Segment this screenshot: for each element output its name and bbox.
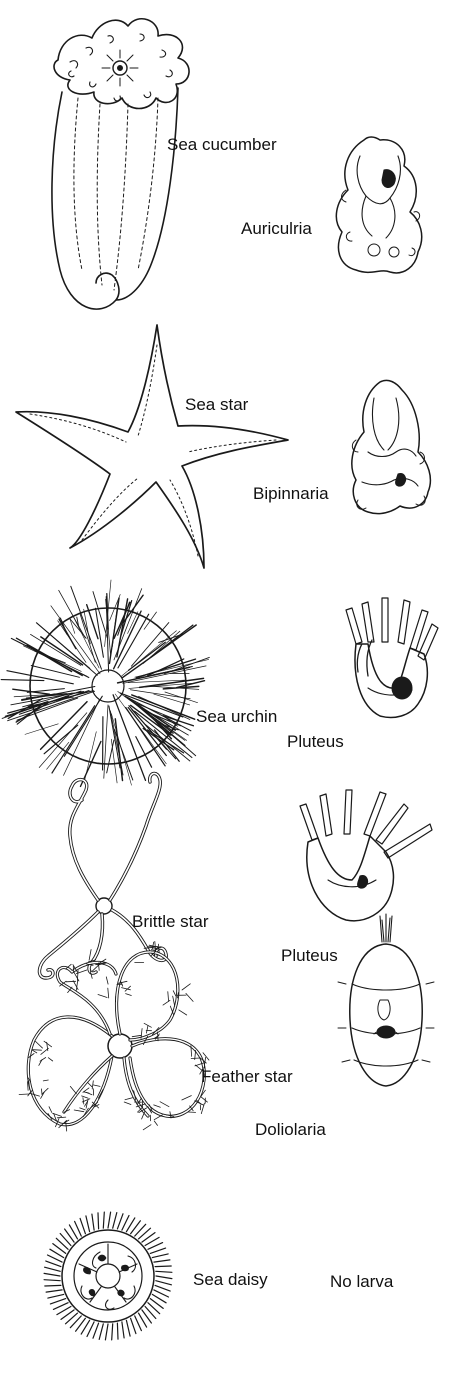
sea-cucumber-drawing	[52, 19, 189, 309]
pluteus-label-1: Pluteus	[287, 732, 344, 752]
pluteus-larva-drawing-1	[346, 598, 438, 718]
doliolaria-larva-drawing	[338, 914, 434, 1086]
bipinnaria-larva-drawing	[352, 380, 431, 513]
feather-star-label: Feather star	[201, 1067, 293, 1087]
doliolaria-label: Doliolaria	[255, 1120, 326, 1140]
sea-urchin-drawing	[1, 580, 209, 786]
auricularia-label: Auriculria	[241, 219, 312, 239]
brittle-star-drawing	[39, 773, 166, 978]
pluteus-larva-drawing-2	[300, 790, 432, 921]
bipinnaria-label: Bipinnaria	[253, 484, 329, 504]
no-larva-label: No larva	[330, 1272, 393, 1292]
sea-star-drawing	[16, 325, 288, 568]
brittle-star-label: Brittle star	[132, 912, 209, 932]
sea-urchin-label: Sea urchin	[196, 707, 277, 727]
pluteus-label-2: Pluteus	[281, 946, 338, 966]
sea-daisy-label: Sea daisy	[193, 1270, 268, 1290]
sea-star-label: Sea star	[185, 395, 248, 415]
sea-cucumber-label: Sea cucumber	[167, 135, 277, 155]
auricularia-larva-drawing	[336, 137, 421, 273]
sea-daisy-drawing	[44, 1212, 172, 1340]
